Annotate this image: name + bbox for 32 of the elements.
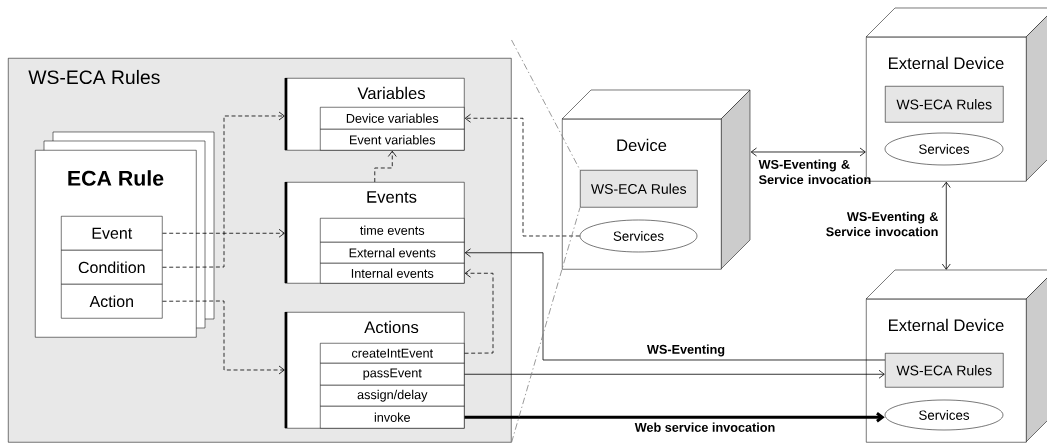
table-row: Condition: [61, 250, 163, 285]
rules-box: WS-ECA Rules: [580, 170, 698, 208]
table-row: Device variables: [320, 107, 465, 130]
zoom-line: [511, 39, 581, 171]
arrow: [162, 111, 285, 268]
arrow: [750, 147, 866, 157]
edge-label: WS-Eventing & Service invocation: [826, 211, 938, 237]
rules-box: WS-ECA Rules: [885, 86, 1004, 123]
table-row: Internal events: [320, 263, 465, 284]
arrow: [464, 248, 886, 361]
arrow: [162, 300, 285, 375]
table-row: External events: [320, 242, 465, 264]
edge-label: WS-Eventing & Service invocation: [758, 159, 871, 185]
table-row: Event: [61, 216, 163, 251]
arrow: [162, 228, 285, 238]
arrow: [464, 113, 581, 237]
arrow: [464, 412, 885, 423]
table-row: time events: [320, 218, 465, 243]
table-row: passEvent: [320, 363, 465, 386]
table-row: Action: [61, 284, 163, 319]
zoom-line: [511, 207, 581, 443]
edge-label: WS-Eventing: [646, 344, 725, 357]
rules-box: WS-ECA Rules: [885, 353, 1004, 388]
table-row: createIntEvent: [320, 343, 465, 364]
arrow: [941, 181, 951, 270]
table-row: assign/delay: [320, 385, 465, 407]
arrow: [464, 268, 494, 354]
table-row: Event variables: [320, 129, 465, 151]
edge-label: Web service invocation: [634, 422, 775, 432]
arrow: [464, 369, 885, 379]
table-row: invoke: [320, 406, 465, 429]
arrow: [374, 150, 397, 183]
